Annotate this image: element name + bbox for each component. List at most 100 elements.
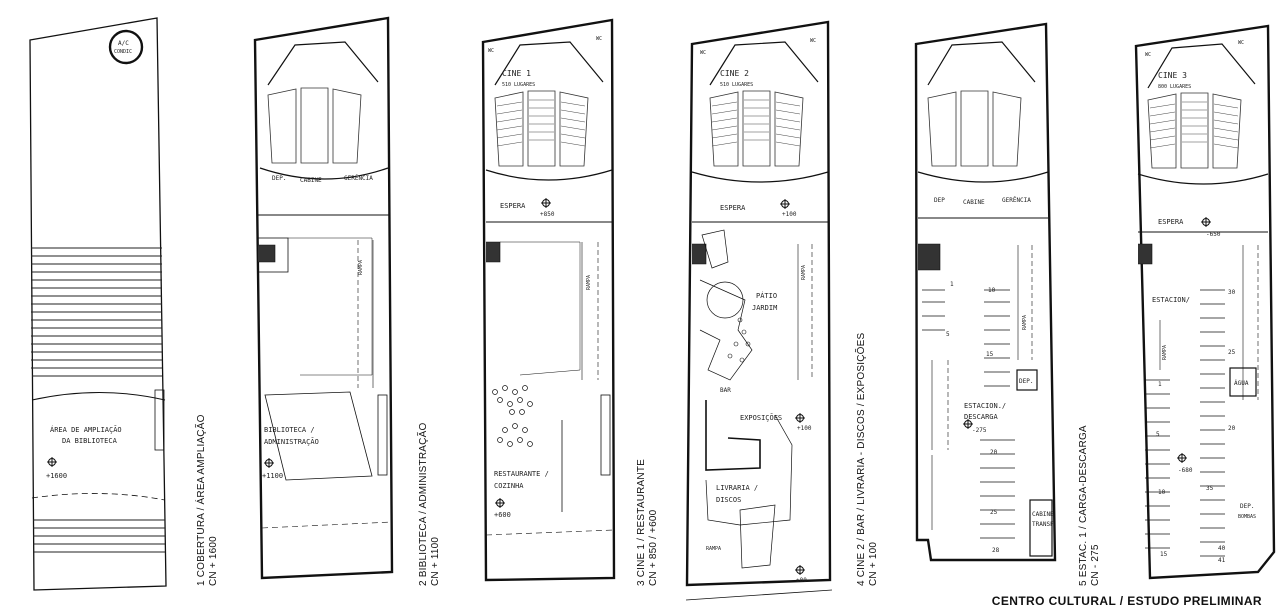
rampa-label: RAMPA [1162,345,1168,360]
restaurant-tables [492,385,533,447]
n15-label: 15 [986,351,994,358]
n10-label: 10 [1158,489,1166,496]
room-label-1: RESTAURANTE / [494,470,549,478]
caption-plan-3-line-1: 3 CINE 1 / RESTAURANTE [636,458,647,586]
cine-label: CINE 3 [1158,71,1187,80]
ac-unit-icon [108,29,144,65]
gerencia-label: GERÊNCIA [1002,196,1031,204]
caption-plan-1-line-2: CN + 1600 [208,536,219,586]
caption-plan-3: 3 CINE 1 / RESTAURANTE CN + 850 / +600 [636,459,660,586]
cine-label: CINE 2 [720,69,749,78]
room-label-1: BIBLIOTECA / [264,426,315,434]
dep-label: DEP. [272,175,286,182]
level-marker-icon [1177,453,1187,463]
wc-right-label: WC [1238,40,1244,46]
seats-label: 510 LUGARES [720,82,753,88]
caption-plan-4: 4 CINE 2 / BAR / LIVRARIA - DISCOS / EXP… [856,333,880,586]
caption-plan-2-line-2: CN + 1100 [430,536,441,586]
espera-level-label: -650 [1206,231,1221,238]
n15-label: 15 [1160,551,1168,558]
level-marker-icon [963,419,973,429]
estac-label-1: ESTACION./ [964,402,1006,410]
espera-label: ESPERA [720,204,746,212]
n25-label: 25 [1228,349,1236,356]
level-label: +1100 [262,472,283,480]
level-marker-icon [541,198,551,208]
agua-label: ÁGUA [1234,380,1249,387]
n1-label: 1 [950,281,954,288]
level-marker-icon [795,565,805,575]
level-marker-icon [47,457,57,467]
level-label: +1600 [46,472,67,480]
plan-3-cine-1: WC WC CINE 1 510 LUGARES ESPERA +850 RAM… [481,18,616,582]
level-label: -275 [972,427,987,434]
gerencia-label: GERÊNCIA [344,174,373,182]
area-label-2: DA BIBLIOTECA [62,437,118,445]
n35-label: 35 [1206,485,1214,492]
n20-label: 20 [990,449,998,456]
area-label-1: ÁREA DE AMPLIAÇÃO [50,425,122,434]
level-marker-icon [495,498,505,508]
sheet-title: CENTRO CULTURAL / ESTUDO PRELIMINAR [991,594,1262,608]
cine-label: CINE 1 [502,69,531,78]
level-marker-icon [1201,217,1211,227]
n41-label: 41 [1218,557,1226,564]
n10-label: 10 [988,287,996,294]
caption-plan-4-line-1: 4 CINE 2 / BAR / LIVRARIA - DISCOS / EXP… [856,332,867,586]
caption-plan-5: 5 ESTAC. 1 / CARGA-DESCARGA CN - 275 [1078,425,1102,586]
wc-left-label: WC [700,50,706,56]
espera-level-label: +100 [782,211,797,218]
caption-plan-1: 1 COBERTURA / ÁREA AMPLIAÇÃO CN + 1600 [196,414,220,586]
caption-plan-5-line-2: CN - 275 [1090,544,1101,586]
n20-label: 20 [1228,425,1236,432]
n5-label: 5 [946,331,950,338]
n28-label: 28 [992,547,1000,554]
n25-label: 25 [990,509,998,516]
espera-label: ESPERA [1158,218,1184,226]
dep-label: DEP. [1240,503,1254,510]
estac-label-2: DESCARGA [964,413,999,421]
rampa-label: RAMPA [1022,315,1028,330]
wc-left-label: WC [1145,52,1151,58]
level-marker-icon [780,199,790,209]
plan-4-cine-2: WC WC CINE 2 510 LUGARES ESPERA +100 RAM… [685,20,833,601]
rampa-label: RAMPA [801,265,807,280]
dep2-label: DEP. [1019,378,1033,385]
livraria-label-1: LIVRARIA / [716,484,758,492]
expo-level-label: +100 [797,425,812,432]
wc-right-label: WC [810,38,816,44]
rampa-label-2: RAMPA [706,546,721,552]
espera-label: ESPERA [500,202,526,210]
caption-plan-4-line-2: CN + 100 [868,541,879,586]
room-label-2: COZINHA [494,482,524,490]
cabine-transf-label: CABINE [1032,511,1054,518]
transf-label: TRANSF [1032,521,1054,528]
plan-2-biblioteca: DEP. CABINE GERÊNCIA RAMPA BIBLIOTECA / … [253,16,394,580]
cabine-label: CABINE [300,177,322,184]
ac-label-2: CONDIC [114,49,132,55]
dep-label: DEP [934,197,945,204]
plan-5-estac-1: DEP CABINE GERÊNCIA 10 15 20 25 28 5 1 R… [914,22,1057,562]
rampa-label: RAMPA [358,260,364,275]
plan-1-cobertura: A/C CONDIC ÁREA DE AMPLIAÇÃO DA BIBLIOTE… [29,17,167,591]
caption-plan-3-line-2: CN + 850 / +600 [648,509,659,586]
seats-label: 800 LUGARES [1158,84,1191,90]
level-label: -680 [1178,467,1193,474]
level-marker-icon [795,413,805,423]
caption-plan-1-line-1: 1 COBERTURA / ÁREA AMPLIAÇÃO [196,414,207,586]
caption-plan-5-line-1: 5 ESTAC. 1 / CARGA-DESCARGA [1078,425,1089,586]
patio-label-2: JARDIM [752,304,777,312]
rampa-label: RAMPA [586,275,592,290]
room-label-2: ADMINISTRAÇÃO [264,437,319,446]
wc-left-label: WC [488,48,494,54]
ac-label: A/C [118,40,129,47]
estac-label: ESTACION/ [1152,296,1190,304]
plan-6-cine-3: WC WC CINE 3 800 LUGARES ESPERA -650 EST… [1134,24,1276,580]
n1-label: 1 [1158,381,1162,388]
patio-label-1: PÁTIO [756,291,777,300]
n5-label: 5 [1156,431,1160,438]
level-label: +600 [494,511,511,519]
caption-plan-2: 2 BIBLIOTECA / ADMINISTRAÇÃO CN + 1100 [418,423,442,586]
bombas-label: BOMBAS [1238,514,1256,520]
